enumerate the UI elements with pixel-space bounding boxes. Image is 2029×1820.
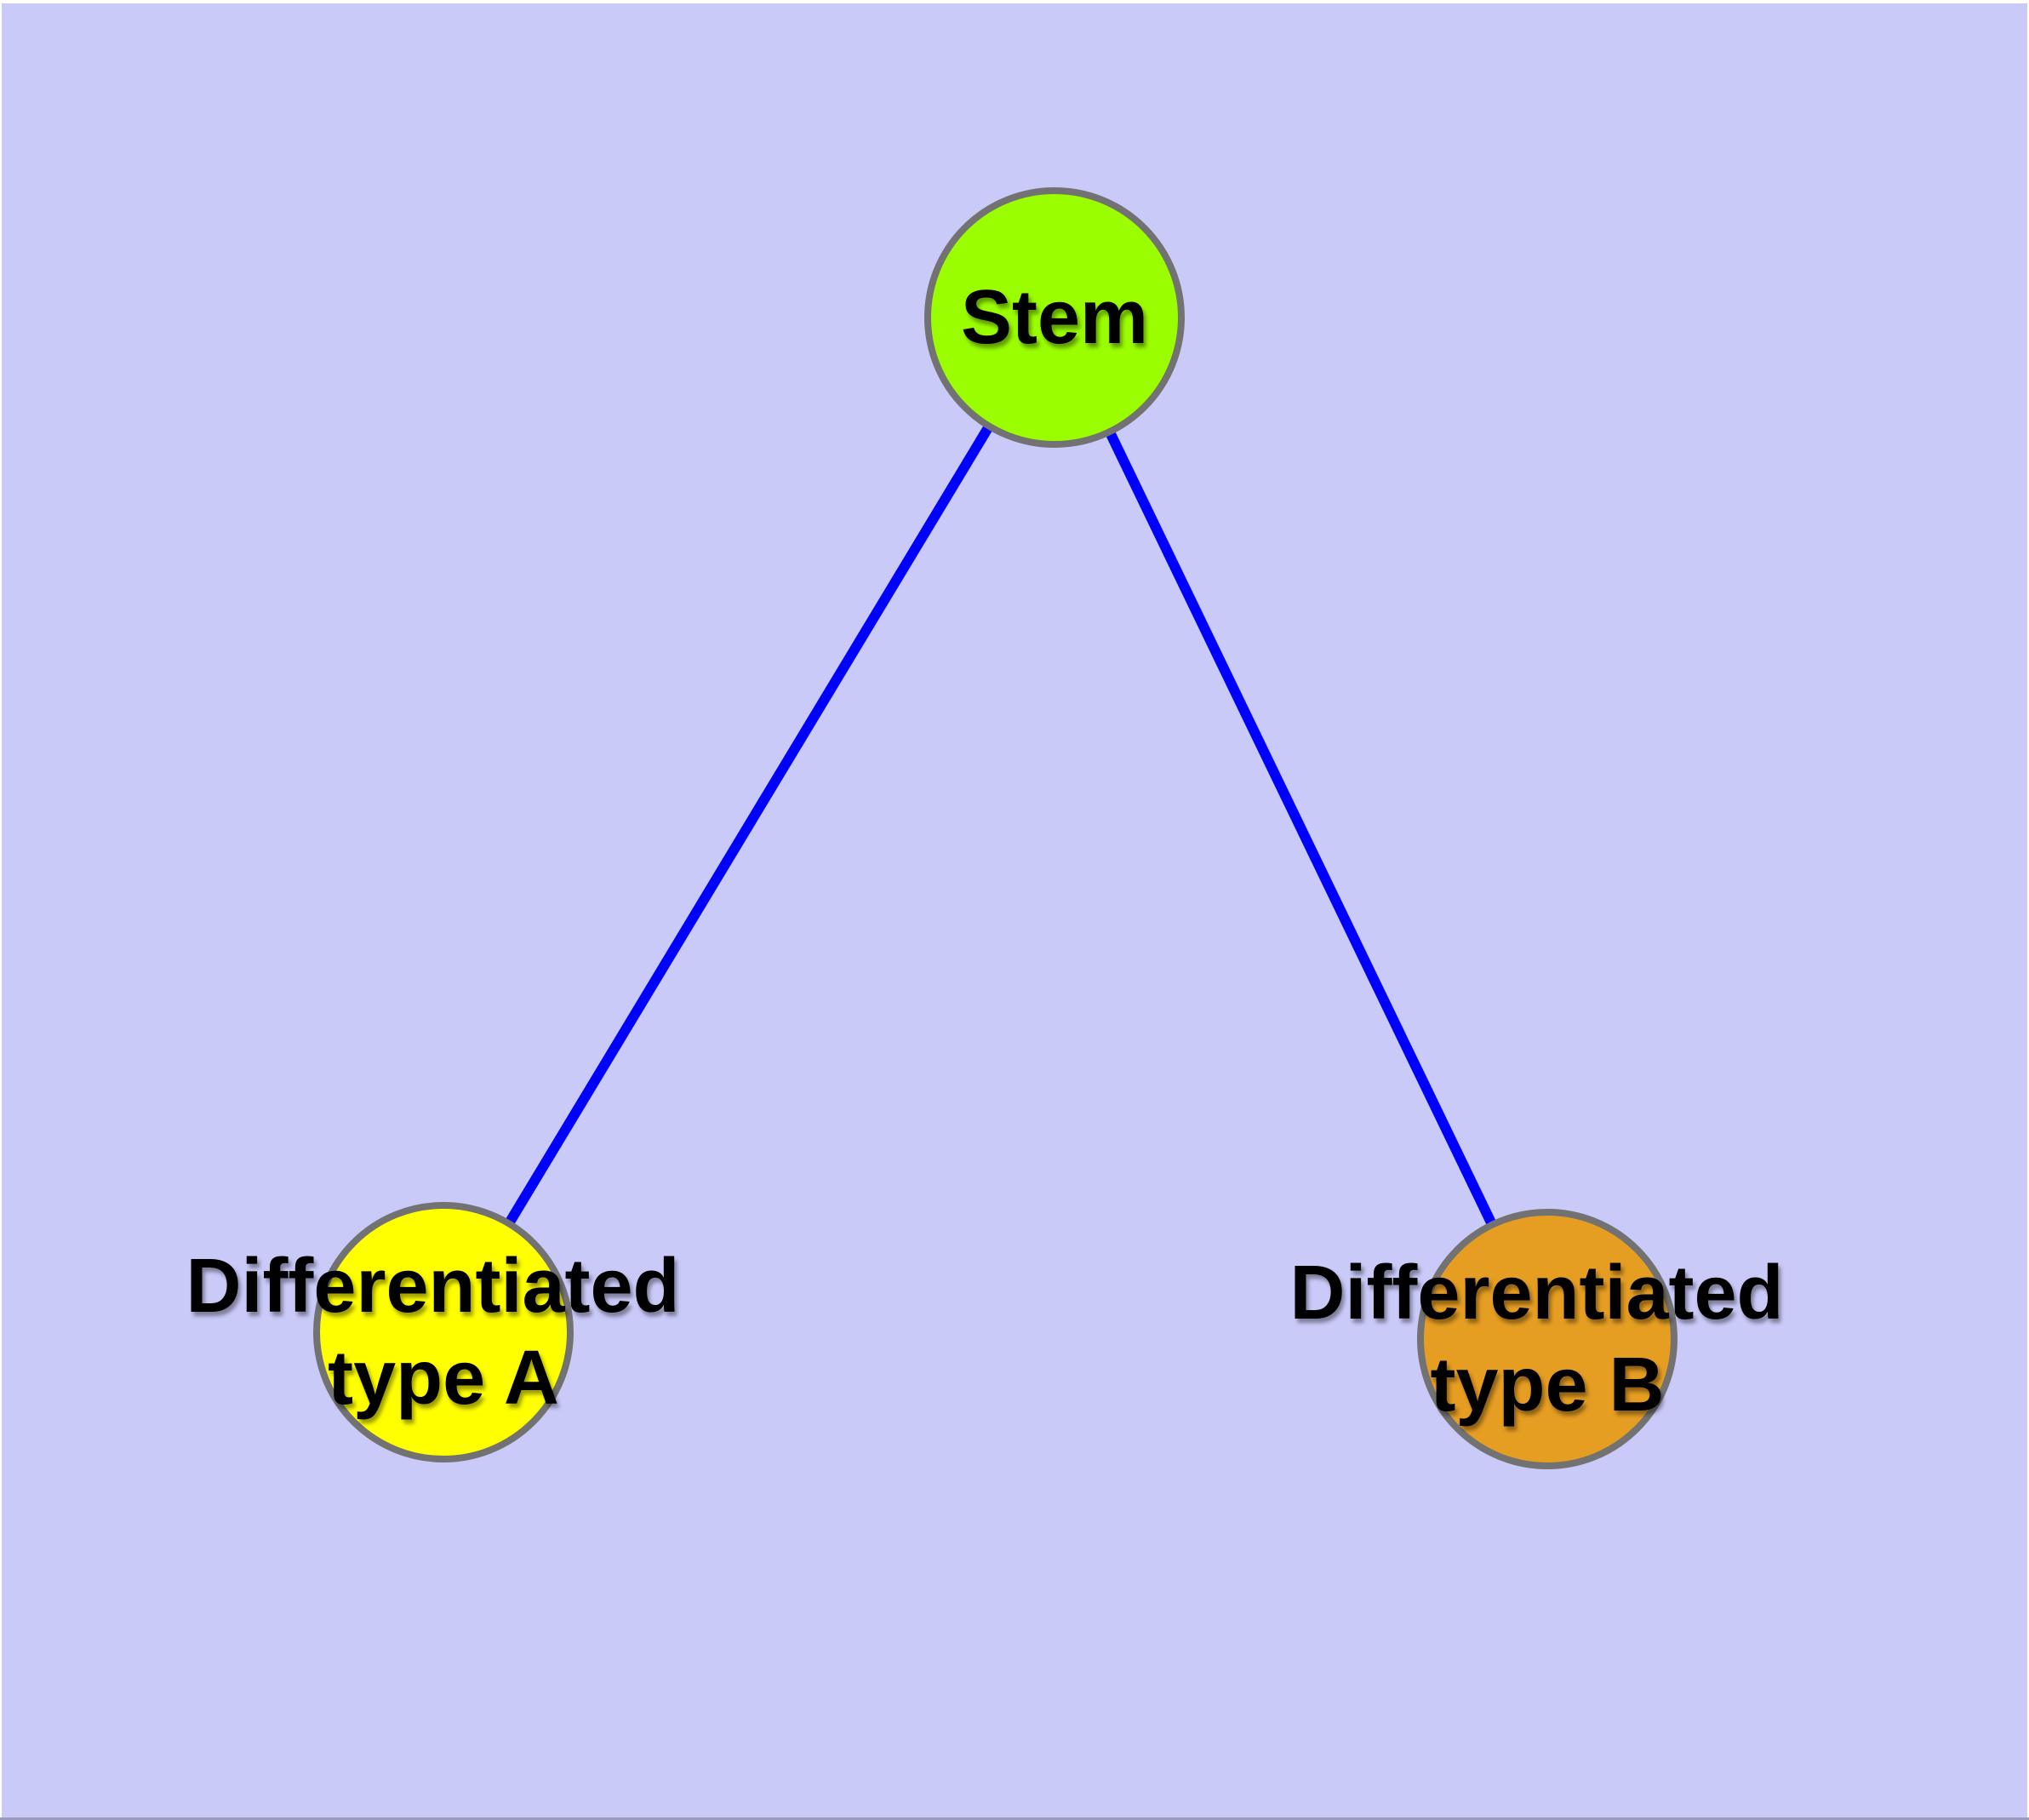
edge-stem-to-type-a <box>438 314 1060 1336</box>
window-bottom-edge <box>0 1817 2029 1820</box>
node-differentiated-type-a <box>313 1202 574 1462</box>
node-label-differentiated-type-b: Differentiated type B <box>1289 1251 1804 1428</box>
node-label-type-b-line2: type B <box>1430 1342 1664 1428</box>
node-differentiated-type-b <box>1417 1209 1677 1469</box>
edge-stem-to-type-b <box>1049 315 1552 1342</box>
node-stem <box>924 187 1185 448</box>
node-label-type-a-line1: Differentiated <box>186 1244 679 1329</box>
node-label-type-b-line1: Differentiated <box>1289 1251 1783 1336</box>
node-label-type-a-line2: type A <box>328 1336 559 1421</box>
node-label-stem: Stem <box>961 275 1148 360</box>
node-label-differentiated-type-a: Differentiated type A <box>186 1244 700 1421</box>
